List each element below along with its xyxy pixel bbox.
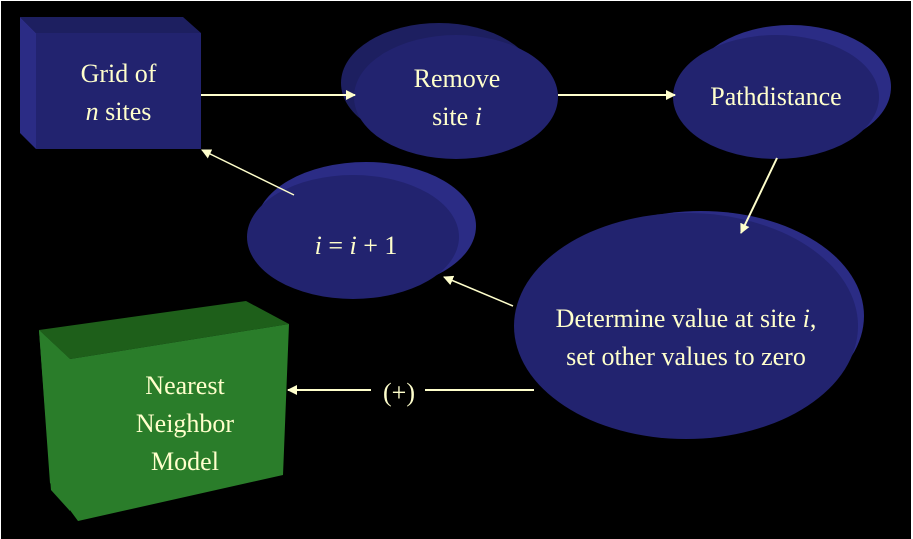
box-front-face — [39, 324, 289, 521]
ellipse-front — [514, 213, 858, 439]
edge-pathdistance-to-determine — [740, 157, 778, 234]
remove-line1: Remove — [413, 64, 501, 93]
ellipse-front — [247, 175, 459, 299]
node-remove-site — [341, 23, 558, 159]
node-nearest-neighbor-model — [39, 301, 289, 521]
node-grid-of-sites — [20, 17, 201, 149]
determine-var-i: i — [802, 304, 810, 333]
increment-label: i = i + 1 — [256, 227, 456, 265]
pathdistance-label: Pathdistance — [676, 78, 876, 116]
grid-label: Grid of n sites — [36, 55, 201, 131]
increment-rest: + 1 — [356, 231, 398, 260]
node-increment — [247, 162, 476, 299]
determine-label: Determine value at site i, set other val… — [516, 300, 856, 376]
box-top-face — [39, 301, 289, 359]
ellipse-front — [354, 35, 558, 159]
grid-line2: sites — [98, 97, 152, 126]
box-front-face — [36, 33, 201, 149]
remove-line2: site — [432, 102, 475, 131]
box-side-face — [20, 17, 36, 149]
edge-determine-to-increment — [443, 275, 514, 307]
model-line2: Neighbor — [135, 409, 235, 438]
edge-label-plus: (+) — [383, 378, 415, 407]
increment-var2: i — [349, 231, 357, 260]
determine-line1: Determine value at site — [555, 304, 803, 333]
remove-label: Remove site i — [357, 60, 557, 136]
box-top-face — [20, 17, 201, 33]
determine-line2: set other values to zero — [566, 342, 806, 371]
pathdistance-text: Pathdistance — [710, 82, 842, 111]
determine-comma: , — [809, 304, 817, 333]
node-determine-value — [514, 211, 864, 439]
ellipse-front — [673, 35, 879, 159]
node-pathdistance — [673, 25, 891, 159]
model-label: Nearest Neighbor Model — [85, 367, 285, 481]
model-line1: Nearest — [145, 371, 225, 400]
increment-var1: i — [314, 231, 322, 260]
remove-var-i: i — [474, 102, 482, 131]
model-line3: Model — [151, 447, 219, 476]
grid-line1: Grid of — [80, 59, 157, 88]
edge-increment-to-grid — [201, 149, 295, 196]
grid-var-n: n — [85, 97, 99, 126]
increment-eq: = — [321, 231, 350, 260]
